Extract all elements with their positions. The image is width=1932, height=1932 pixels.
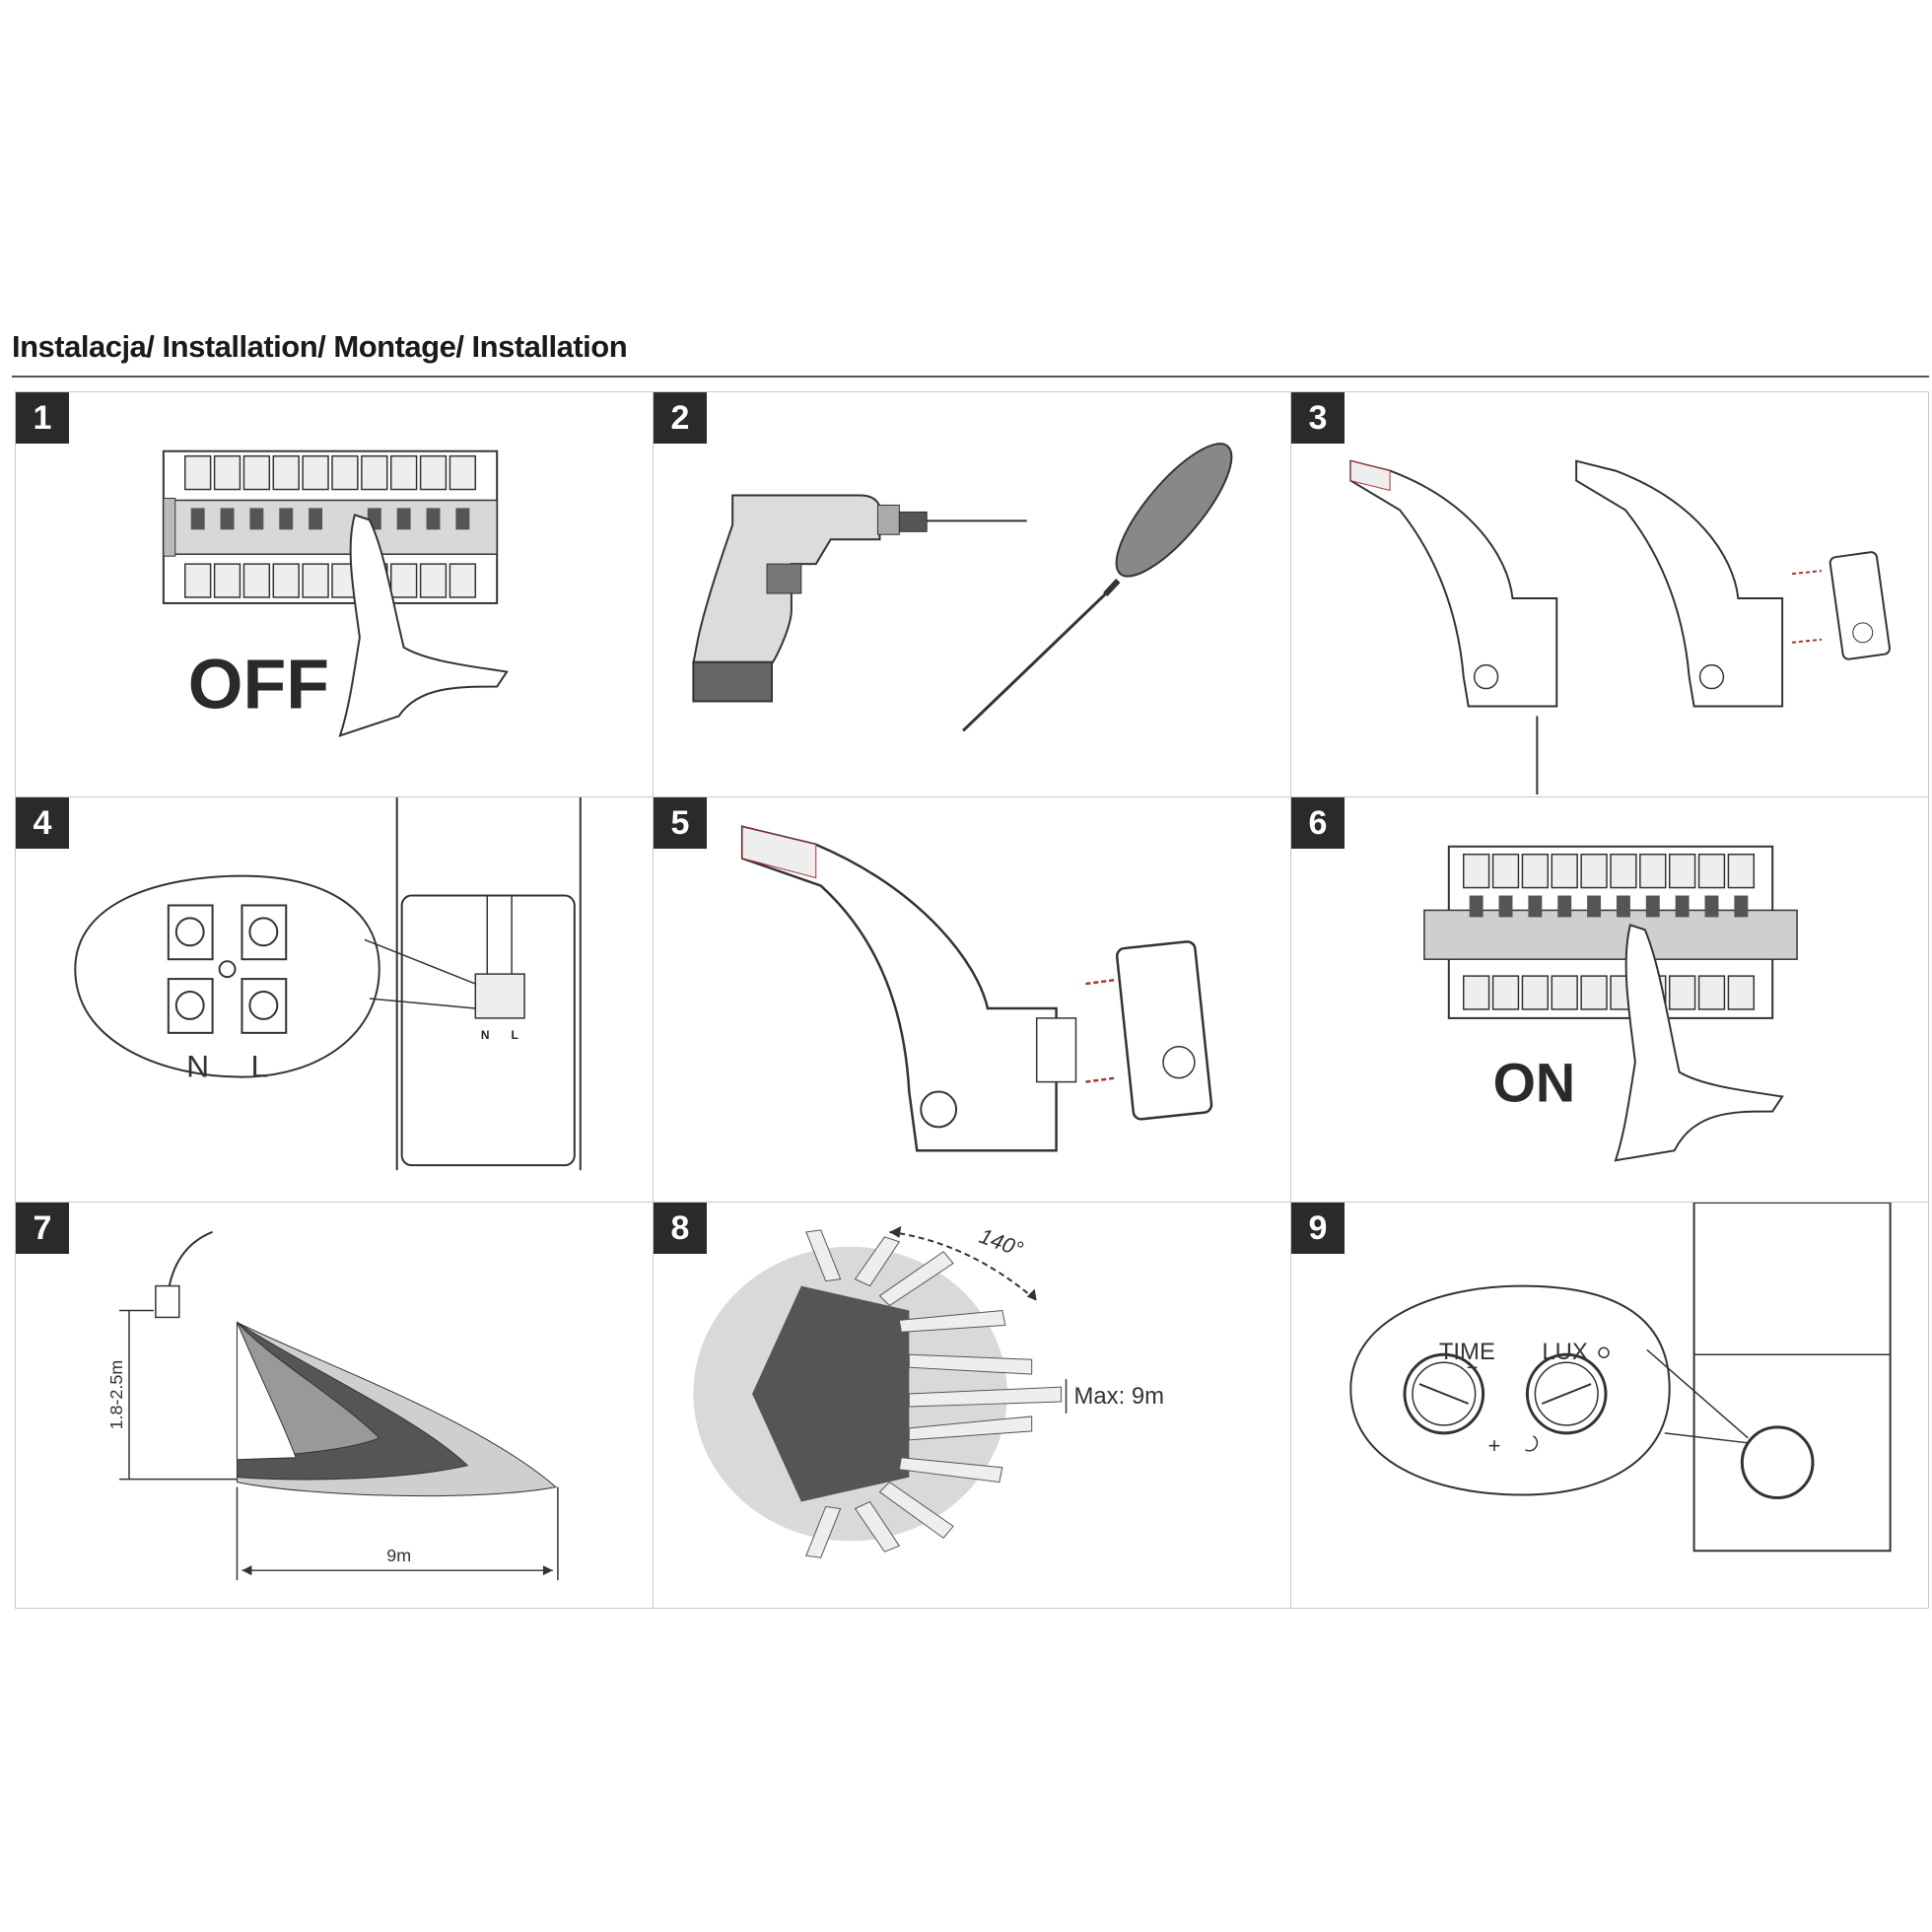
- sun-icon: [1598, 1346, 1610, 1358]
- instruction-grid: 1: [15, 391, 1929, 1609]
- tools-illustration: [692, 443, 1233, 732]
- step-8-badge: 8: [654, 1203, 707, 1254]
- angle-label: 140°: [976, 1223, 1026, 1262]
- detection-height-diagram: 1.8-2.5m 9m: [106, 1230, 559, 1581]
- detection-angle-diagram: 140° Max: 9m: [693, 1223, 1164, 1558]
- svg-text:−: −: [1467, 1357, 1479, 1379]
- drill-icon: [692, 494, 1027, 703]
- step-6-panel: 6: [1290, 796, 1929, 1203]
- step-5-badge: 5: [654, 797, 707, 849]
- svg-text:N: N: [186, 1049, 209, 1084]
- step-6-badge: 6: [1291, 797, 1345, 849]
- lux-label: LUX: [1542, 1339, 1588, 1365]
- step-1-panel: 1: [15, 391, 654, 797]
- height-range-label: 1.8-2.5m: [106, 1360, 126, 1430]
- step-3-panel: 3: [1290, 391, 1929, 797]
- step-5-panel: 5: [653, 796, 1291, 1203]
- lux-knob[interactable]: [1525, 1352, 1608, 1435]
- step-7-badge: 7: [16, 1203, 69, 1254]
- step-8-panel: 8 140° Max: 9m: [653, 1202, 1291, 1609]
- on-label: ON: [1493, 1052, 1576, 1113]
- breaker-panel-on-illustration: ON: [1423, 845, 1798, 1162]
- svg-text:L: L: [511, 1028, 518, 1042]
- step-2-badge: 2: [654, 392, 707, 444]
- sensor-adjustment-diagram: TIME LUX − +: [1349, 1203, 1892, 1552]
- off-label: OFF: [188, 645, 329, 724]
- time-knob[interactable]: [1403, 1352, 1485, 1435]
- wiring-illustration: N L N L: [74, 797, 582, 1171]
- lamp-disassembly-illustration: [1349, 459, 1891, 795]
- distance-label: 9m: [386, 1546, 411, 1565]
- step-7-panel: 7 1.8-2.5m 9m: [15, 1202, 654, 1609]
- time-label: TIME: [1439, 1339, 1495, 1365]
- step-4-badge: 4: [16, 797, 69, 849]
- svg-text:N: N: [481, 1028, 490, 1042]
- step-1-badge: 1: [16, 392, 69, 444]
- title-divider: [12, 376, 1929, 378]
- step-2-panel: 2: [653, 391, 1291, 797]
- screwdriver-icon: [962, 443, 1233, 732]
- lamp-mounting-illustration: [740, 825, 1213, 1152]
- step-3-badge: 3: [1291, 392, 1345, 444]
- page-title: Instalacja/ Installation/ Montage/ Insta…: [12, 329, 628, 364]
- step-9-panel: 9 TIME LUX − +: [1290, 1202, 1929, 1609]
- step-9-badge: 9: [1291, 1203, 1345, 1254]
- svg-text:+: +: [1488, 1433, 1501, 1458]
- svg-text:L: L: [251, 1049, 269, 1084]
- step-4-panel: 4 N L N L: [15, 796, 654, 1203]
- range-label: Max: 9m: [1073, 1383, 1164, 1410]
- breaker-panel-illustration: OFF: [162, 449, 509, 737]
